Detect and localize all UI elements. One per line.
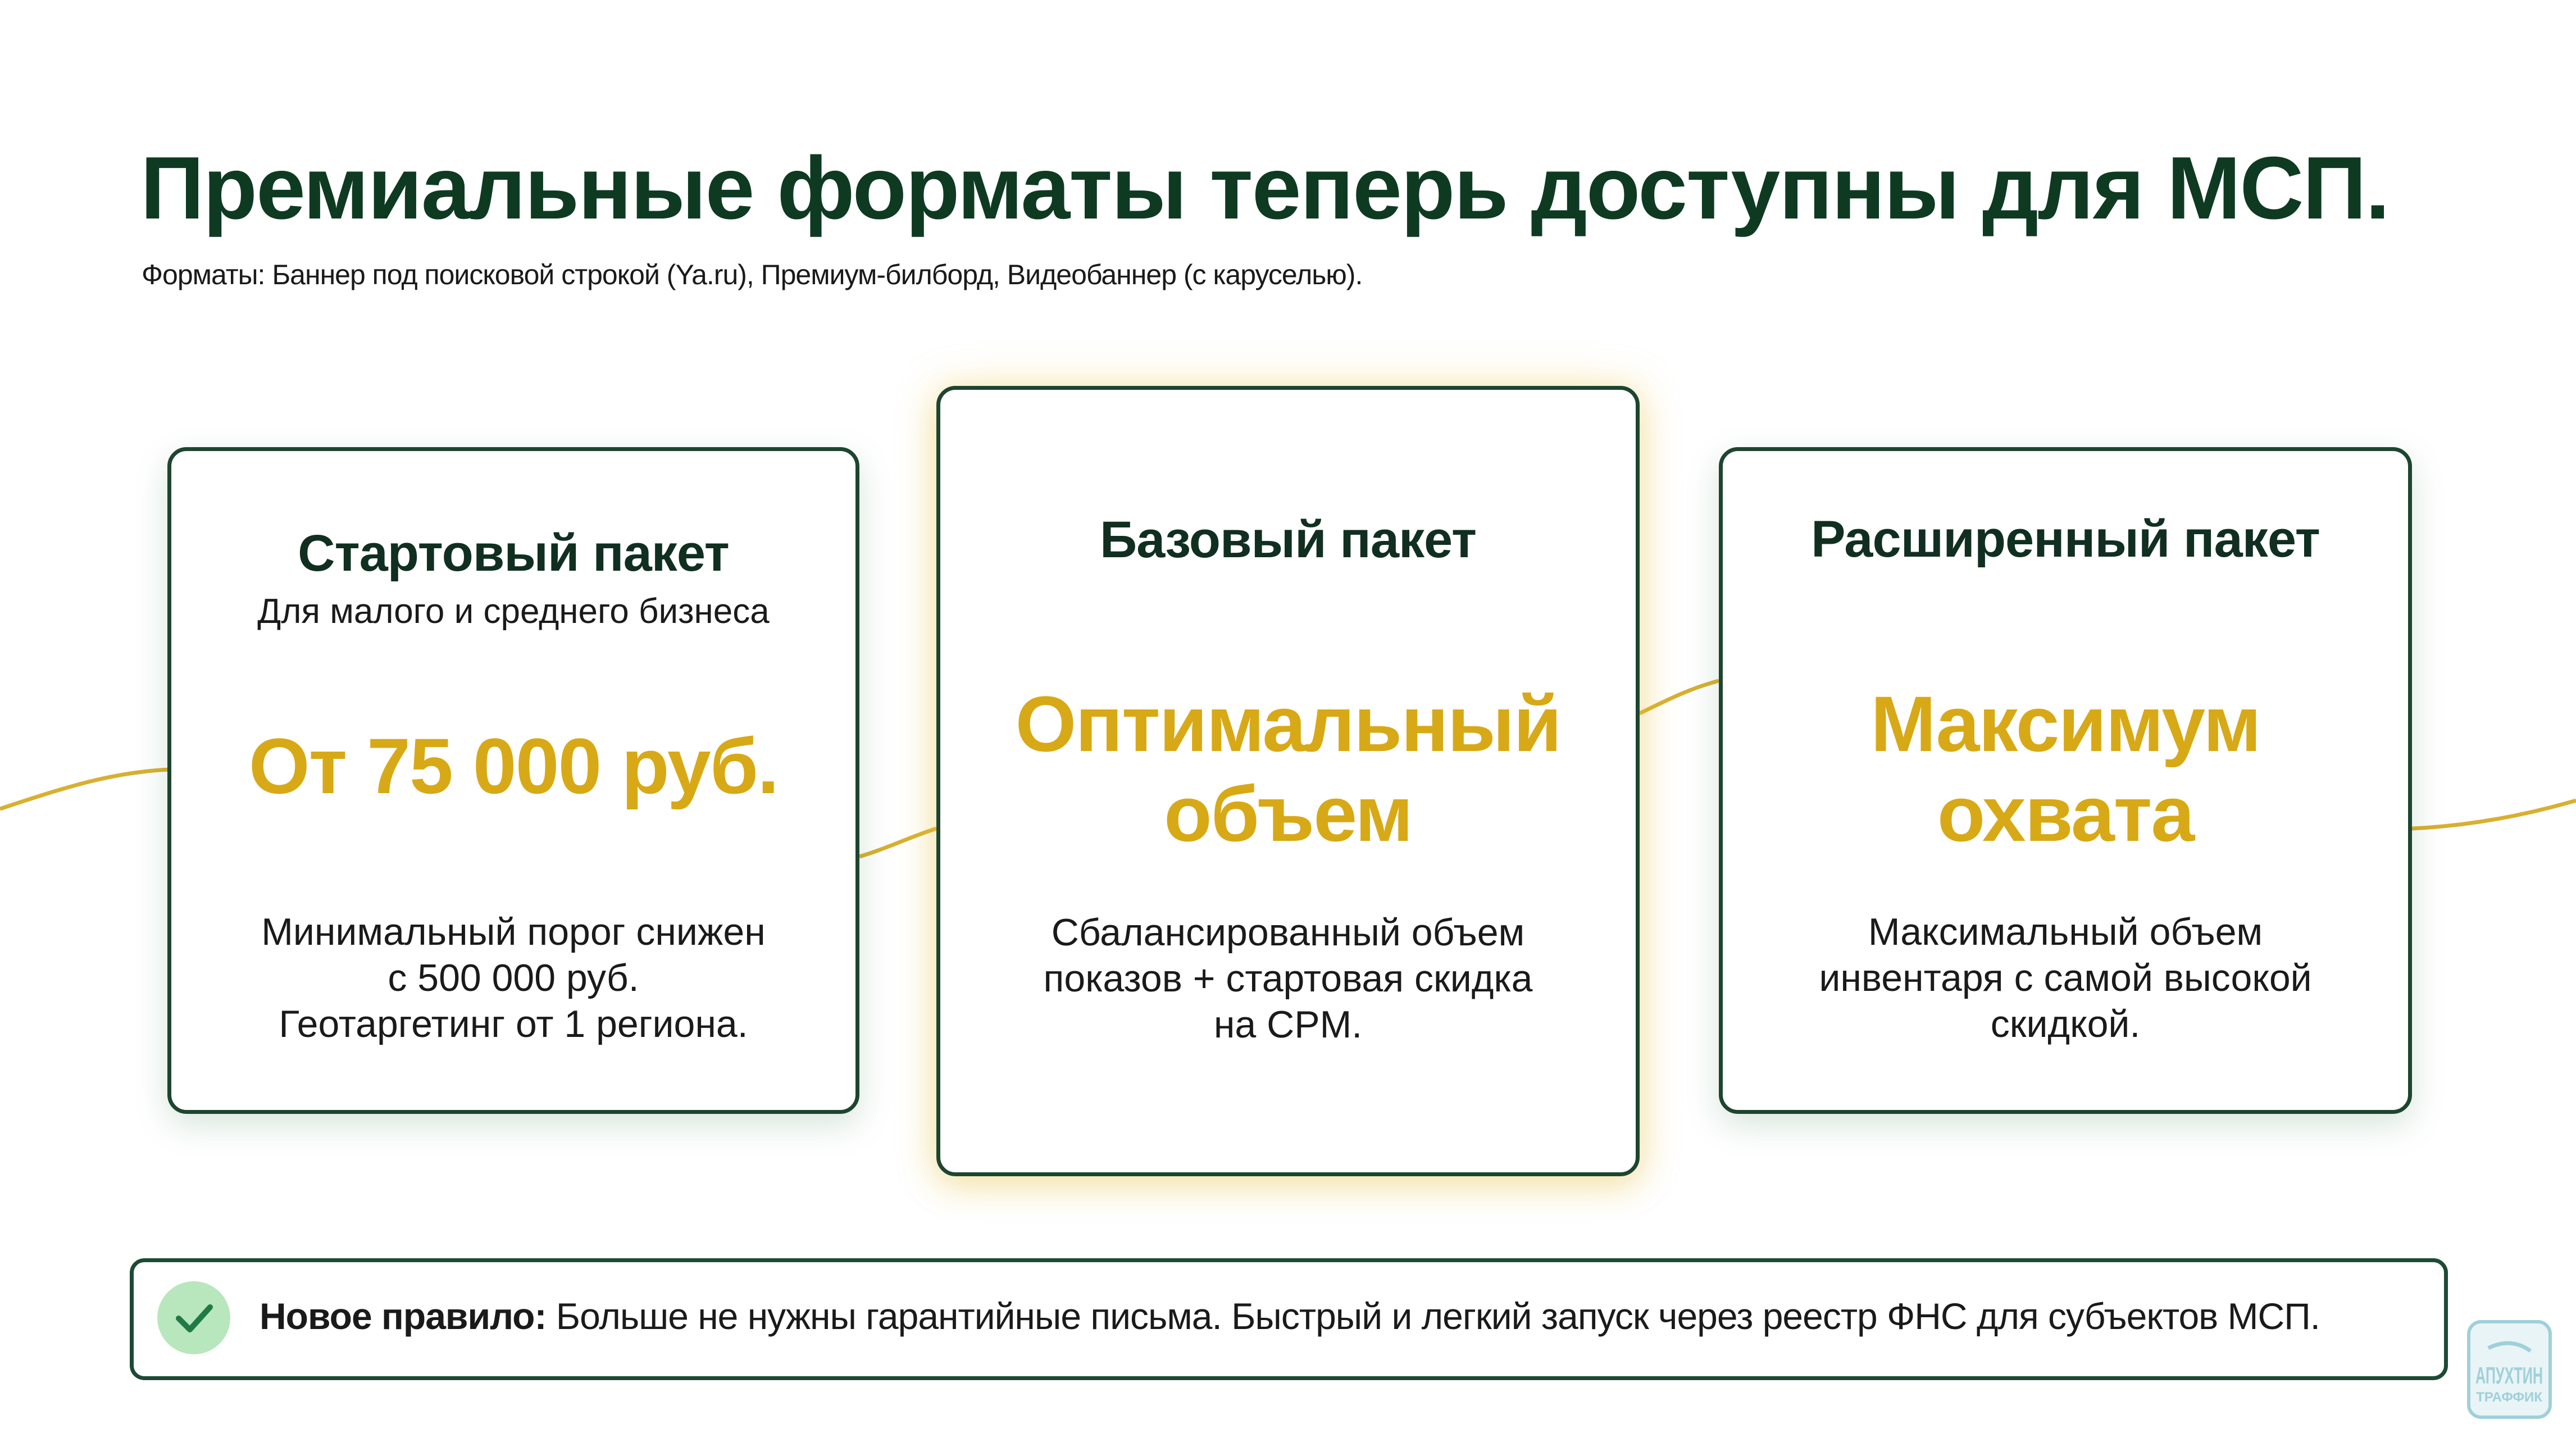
page-subtitle: Форматы: Баннер под поисковой строкой (Y… bbox=[142, 259, 1363, 290]
card-description: Максимальный объем инвентаря с самой выс… bbox=[1745, 909, 2386, 1047]
desc-line: Максимальный объем bbox=[1868, 911, 2263, 953]
desc-line: с 500 000 руб. bbox=[388, 957, 639, 999]
card-highlight: Оптимальный объем bbox=[940, 679, 1636, 859]
svg-text:АПУХТИН: АПУХТИН bbox=[2475, 1362, 2543, 1389]
notice-label: Новое правило: bbox=[260, 1295, 547, 1337]
desc-line: Минимальный порог снижен bbox=[261, 911, 766, 953]
card-price: От 75 000 руб. bbox=[248, 722, 779, 810]
logo-watermark: АПУХТИН ТРАФФИК bbox=[2466, 1317, 2553, 1421]
card-subtitle: Для малого и среднего бизнеса bbox=[257, 592, 770, 631]
notice-bar bbox=[130, 1258, 2448, 1380]
desc-line: скидкой. bbox=[1990, 1003, 2141, 1045]
notice-body: Больше не нужны гарантийные письма. Быст… bbox=[546, 1295, 2320, 1337]
desc-line: Сбалансированный объем bbox=[1051, 911, 1525, 954]
page-title: Премиальные форматы теперь доступны для … bbox=[140, 139, 2390, 238]
notice-text: Новое правило: Больше не нужны гарантийн… bbox=[260, 1295, 2320, 1337]
card-description: Минимальный порог снижен с 500 000 руб. … bbox=[194, 909, 833, 1047]
card-base-package: Базовый пакет Оптимальный объем Сбаланси… bbox=[936, 386, 1640, 1176]
card-title: Базовый пакет bbox=[1099, 511, 1477, 568]
highlight-line: Оптимальный bbox=[1015, 680, 1562, 768]
highlight-line: охвата bbox=[1937, 770, 2195, 858]
desc-line: показов + стартовая скидка bbox=[1043, 957, 1533, 1000]
card-starter-package: Стартовый пакет Для малого и среднего би… bbox=[167, 447, 859, 1114]
card-highlight: Максимум охвата bbox=[1723, 679, 2408, 859]
desc-line: на CPM. bbox=[1213, 1003, 1363, 1046]
card-title: Стартовый пакет bbox=[298, 525, 730, 582]
check-icon bbox=[157, 1281, 230, 1354]
highlight-line: Максимум bbox=[1870, 680, 2261, 768]
desc-line: инвентаря с самой высокой bbox=[1819, 957, 2312, 999]
card-description: Сбалансированный объем показов + стартов… bbox=[963, 909, 1613, 1048]
svg-text:ТРАФФИК: ТРАФФИК bbox=[2476, 1390, 2542, 1405]
desc-line: Геотаргетинг от 1 региона. bbox=[279, 1003, 748, 1045]
highlight-line: объем bbox=[1164, 770, 1413, 858]
card-extended-package: Расширенный пакет Максимум охвата Максим… bbox=[1719, 447, 2412, 1114]
card-title: Расширенный пакет bbox=[1811, 511, 2320, 568]
